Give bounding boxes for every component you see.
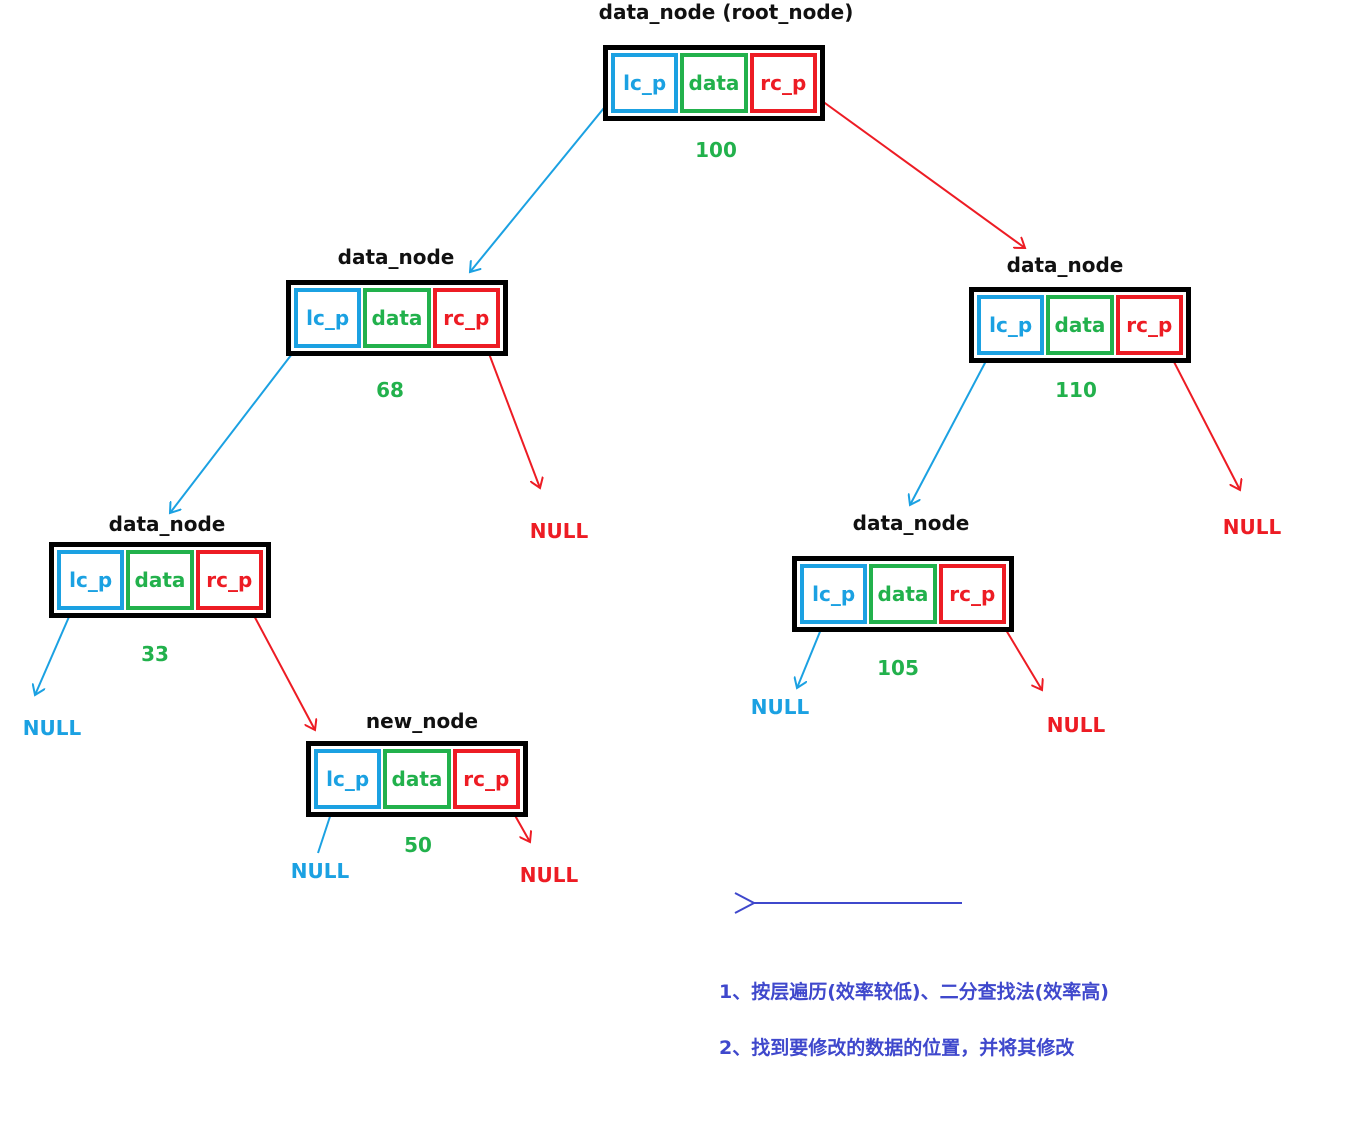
right-pointer-field: rc_p <box>432 288 500 348</box>
note-2: 2、找到要修改的数据的位置，并将其修改 <box>719 1037 1075 1059</box>
node-value-33: 33 <box>141 642 169 666</box>
left-pointer-field: lc_p <box>977 295 1045 355</box>
data-field: data <box>126 550 194 610</box>
node-value-50: 50 <box>404 833 432 857</box>
data-field: data <box>869 564 937 624</box>
node-title-68: data_node <box>337 245 455 269</box>
node-68: lc_p data rc_p <box>286 280 508 356</box>
null-label-105-left: NULL <box>750 695 810 719</box>
note-1: 1、按层遍历(效率较低)、二分查找法(效率高) <box>719 981 1109 1003</box>
right-pointer-field: rc_p <box>749 53 817 113</box>
right-pointer-field: rc_p <box>1115 295 1183 355</box>
node-value-105: 105 <box>877 656 919 680</box>
null-label-110-right: NULL <box>1222 515 1282 539</box>
data-field: data <box>383 749 451 809</box>
new-node: lc_p data rc_p <box>306 741 528 817</box>
left-pointer-field: lc_p <box>314 749 382 809</box>
edge-root-right <box>799 84 1025 248</box>
node-110: lc_p data rc_p <box>969 287 1191 363</box>
right-pointer-field: rc_p <box>195 550 263 610</box>
node-105: lc_p data rc_p <box>792 556 1014 632</box>
node-value-root: 100 <box>695 138 737 162</box>
node-33: lc_p data rc_p <box>49 542 271 618</box>
node-title-33: data_node <box>108 512 226 536</box>
left-pointer-field: lc_p <box>800 564 868 624</box>
left-pointer-field: lc_p <box>611 53 679 113</box>
node-title-110: data_node <box>1006 253 1124 277</box>
right-pointer-field: rc_p <box>938 564 1006 624</box>
null-label-50-right: NULL <box>519 863 579 887</box>
node-title-new: new_node <box>365 709 479 733</box>
root-node: lc_p data rc_p <box>603 45 825 121</box>
node-value-110: 110 <box>1055 378 1097 402</box>
node-title-105: data_node <box>852 511 970 535</box>
null-label-105-right: NULL <box>1046 713 1106 737</box>
node-value-68: 68 <box>376 378 404 402</box>
null-label-33-left: NULL <box>22 716 82 740</box>
null-label-68-right: NULL <box>529 519 589 543</box>
right-pointer-field: rc_p <box>452 749 520 809</box>
null-label-50-left: NULL <box>290 859 350 883</box>
data-field: data <box>680 53 748 113</box>
left-pointer-field: lc_p <box>57 550 125 610</box>
left-pointer-field: lc_p <box>294 288 362 348</box>
data-field: data <box>363 288 431 348</box>
node-title-root: data_node (root_node) <box>598 0 854 24</box>
data-field: data <box>1046 295 1114 355</box>
